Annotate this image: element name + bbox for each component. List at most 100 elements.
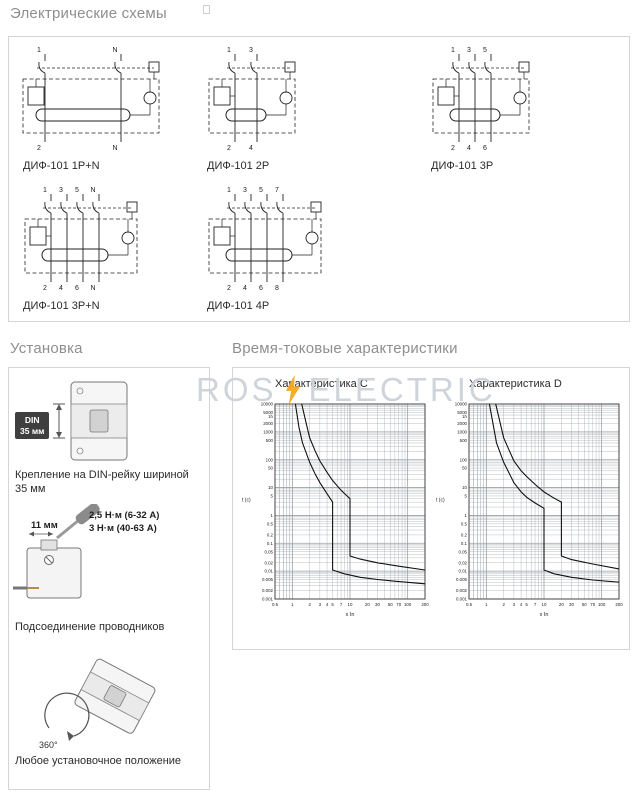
- din-badge: DIN 35 мм: [15, 412, 50, 440]
- title-marker: [203, 5, 210, 14]
- svg-text:1: 1: [291, 602, 294, 607]
- svg-text:0.5: 0.5: [461, 521, 468, 526]
- svg-text:t (с): t (с): [436, 498, 445, 504]
- svg-text:7: 7: [534, 602, 537, 607]
- torque-labels: 2,5 Н·м (6-32 А) 3 Н·м (40-63 А): [89, 510, 204, 536]
- rotation-caption: Любое установочное положение: [15, 755, 182, 767]
- svg-text:2000: 2000: [457, 421, 467, 426]
- svg-text:x In: x In: [346, 612, 355, 618]
- strip-length-label: 11 мм: [31, 520, 58, 531]
- svg-text:4: 4: [249, 145, 253, 152]
- svg-text:4: 4: [520, 602, 523, 607]
- svg-text:1h: 1h: [462, 414, 467, 419]
- svg-text:N: N: [112, 47, 117, 54]
- svg-text:N: N: [90, 187, 95, 194]
- svg-text:5: 5: [271, 494, 274, 499]
- svg-text:0.005: 0.005: [262, 577, 274, 582]
- svg-text:5000: 5000: [457, 410, 467, 415]
- svg-text:2: 2: [451, 145, 455, 152]
- svg-text:50: 50: [462, 466, 467, 471]
- chart-d-title: Характеристика D: [469, 378, 562, 390]
- svg-text:0.5: 0.5: [272, 602, 279, 607]
- svg-text:N: N: [112, 145, 117, 152]
- torque-label-2: 3 Н·м (40-63 А): [89, 522, 157, 534]
- schemes-section-title: Электрические схемы: [10, 5, 167, 22]
- svg-text:2: 2: [502, 602, 505, 607]
- svg-text:2: 2: [37, 145, 41, 152]
- svg-text:2: 2: [227, 145, 231, 152]
- svg-text:0.002: 0.002: [262, 588, 274, 593]
- svg-text:1: 1: [485, 602, 488, 607]
- svg-text:10000: 10000: [261, 402, 274, 407]
- svg-text:1: 1: [227, 187, 231, 194]
- chart-d: 1000050001h200010005001005010510.50.20.1…: [436, 402, 623, 618]
- svg-text:200: 200: [421, 602, 429, 607]
- svg-text:20: 20: [559, 602, 564, 607]
- svg-text:50: 50: [388, 602, 393, 607]
- svg-text:3: 3: [243, 187, 247, 194]
- svg-text:10: 10: [268, 485, 273, 490]
- svg-text:7: 7: [340, 602, 343, 607]
- svg-text:30: 30: [375, 602, 380, 607]
- svg-text:0.02: 0.02: [264, 560, 273, 565]
- svg-text:2: 2: [308, 602, 311, 607]
- wiring-caption: Подсоединение проводников: [15, 621, 165, 633]
- svg-text:0.01: 0.01: [264, 569, 273, 574]
- svg-text:10000: 10000: [455, 402, 468, 407]
- svg-text:70: 70: [590, 602, 595, 607]
- svg-text:5: 5: [465, 494, 468, 499]
- scheme-2p-label: ДИФ-101 2P: [207, 160, 270, 172]
- svg-text:0.2: 0.2: [267, 532, 274, 537]
- svg-text:3: 3: [513, 602, 516, 607]
- svg-text:2000: 2000: [263, 421, 273, 426]
- svg-text:2: 2: [227, 285, 231, 292]
- svg-text:100: 100: [598, 602, 606, 607]
- svg-text:N: N: [90, 285, 95, 292]
- svg-text:200: 200: [615, 602, 623, 607]
- svg-text:500: 500: [460, 438, 468, 443]
- rotation-figure: [44, 658, 156, 741]
- svg-text:4: 4: [59, 285, 63, 292]
- svg-text:4: 4: [326, 602, 329, 607]
- install-section-title: Установка: [10, 340, 83, 357]
- svg-text:4: 4: [243, 285, 247, 292]
- install-panel: DIN 35 мм Крепление на DIN-рейку шириной…: [8, 367, 210, 790]
- svg-text:3: 3: [467, 47, 471, 54]
- svg-text:70: 70: [396, 602, 401, 607]
- svg-text:5: 5: [75, 187, 79, 194]
- svg-text:1: 1: [465, 513, 468, 518]
- torque-label-1: 2,5 Н·м (6-32 А): [89, 510, 160, 521]
- svg-text:1000: 1000: [263, 429, 273, 434]
- svg-text:0.2: 0.2: [461, 532, 468, 537]
- svg-text:0.001: 0.001: [456, 597, 468, 602]
- din-mount-caption: Крепление на DIN-рейку шириной 35 мм: [15, 469, 189, 496]
- svg-text:5: 5: [259, 187, 263, 194]
- svg-text:1: 1: [227, 47, 231, 54]
- svg-text:1: 1: [43, 187, 47, 194]
- chart-c: 1000050001h200010005001005010510.50.20.1…: [242, 402, 429, 618]
- svg-text:5: 5: [331, 602, 334, 607]
- svg-text:1: 1: [451, 47, 455, 54]
- svg-text:3: 3: [319, 602, 322, 607]
- svg-text:0.002: 0.002: [456, 588, 468, 593]
- svg-text:0.02: 0.02: [458, 560, 467, 565]
- svg-text:6: 6: [75, 285, 79, 292]
- svg-text:10: 10: [348, 602, 353, 607]
- svg-text:100: 100: [460, 457, 468, 462]
- svg-text:8: 8: [275, 285, 279, 292]
- svg-text:0.1: 0.1: [267, 541, 274, 546]
- svg-text:50: 50: [268, 466, 273, 471]
- svg-text:0.005: 0.005: [456, 577, 468, 582]
- svg-text:1000: 1000: [457, 429, 467, 434]
- svg-text:50: 50: [582, 602, 587, 607]
- svg-text:6: 6: [483, 145, 487, 152]
